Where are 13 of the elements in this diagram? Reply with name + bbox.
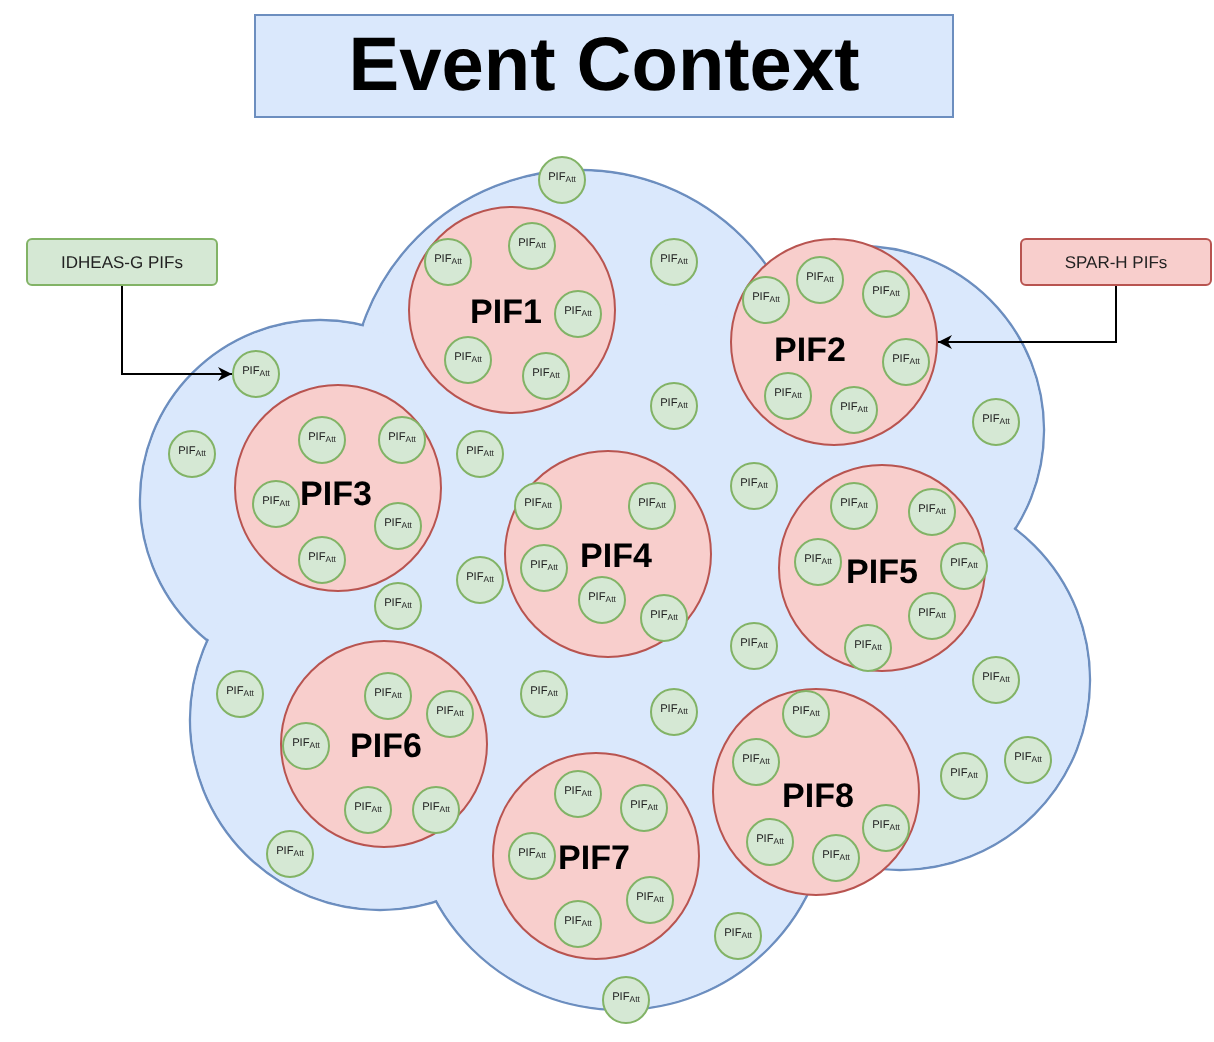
group-label: PIF2 (774, 333, 846, 367)
label-box: SPAR-H PIFs (1020, 238, 1212, 286)
group-label: PIF8 (782, 779, 854, 813)
group-label: PIF5 (846, 555, 918, 589)
arrow (121, 285, 233, 381)
group-label: PIF1 (470, 295, 542, 329)
label-box: IDHEAS-G PIFs (26, 238, 218, 286)
arrow (937, 285, 1117, 349)
group-label: PIF7 (558, 841, 630, 875)
group-label: PIF4 (580, 539, 652, 573)
group-label: PIF6 (350, 729, 422, 763)
group-label: PIF3 (300, 477, 372, 511)
title-box: Event Context (254, 14, 954, 118)
